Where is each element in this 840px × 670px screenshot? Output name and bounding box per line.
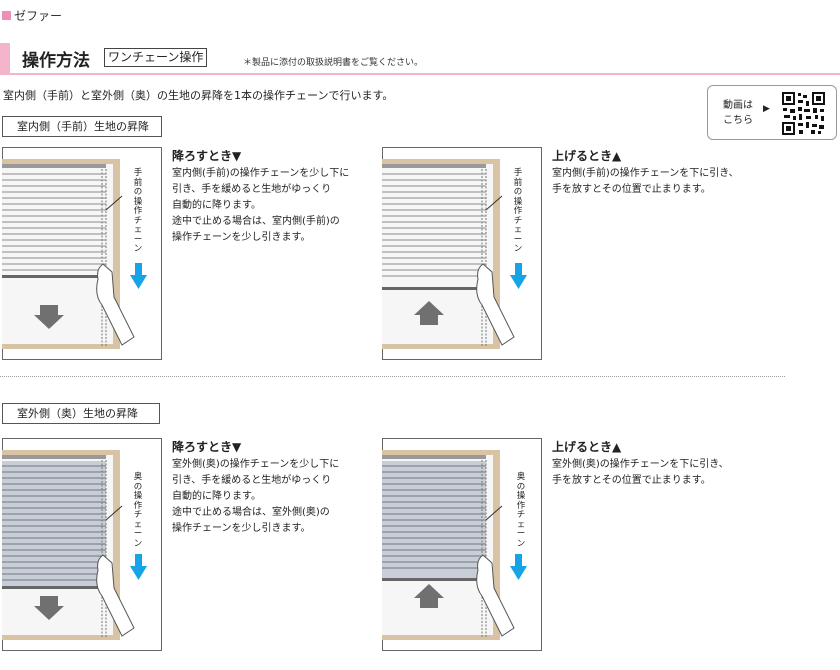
title-accent-bar [0, 43, 10, 73]
blind-illustration [382, 147, 542, 360]
figure-front-raise: 手前の操作チェーン [382, 147, 542, 360]
brand-name: ゼファー [14, 9, 63, 23]
qr-code-icon [781, 91, 826, 136]
video-qr-link[interactable]: 動画は こちら ▶ [707, 85, 837, 140]
figure-back-raise: 奥の操作チェーン [382, 438, 542, 651]
intro-text: 室内側（手前）と室外側（奥）の生地の昇降を1本の操作チェーンで行います。 [3, 89, 394, 102]
title-note: ＊製品に添付の取扱説明書をご覧ください。 [243, 58, 424, 68]
chain-label: 奥の操作チェーン [516, 472, 526, 549]
blind-illustration [2, 147, 162, 360]
blind-illustration [2, 438, 162, 651]
blind-illustration [382, 438, 542, 651]
page-title: 操作方法 [22, 51, 90, 71]
title-block: 操作方法 ワンチェーン操作 ＊製品に添付の取扱説明書をご覧ください。 [0, 43, 840, 75]
step-text-front-lower: 室内側(手前)の操作チェーンを少し下に 引き、手を緩めると生地がゆっくり 自動的… [172, 168, 350, 243]
brand-mark [2, 11, 11, 20]
play-arrow-icon: ▶ [763, 104, 770, 114]
section-divider [0, 376, 785, 377]
step-text-front-raise: 室内側(手前)の操作チェーンを下に引き、 手を放すとその位置で止まります。 [552, 168, 739, 195]
chain-label: 手前の操作チェーン [513, 168, 523, 254]
section-heading-front: 室内側（手前）生地の昇降 [2, 116, 162, 137]
title-underline [0, 73, 840, 75]
qr-label: 動画は こちら [723, 100, 753, 126]
step-text-back-raise: 室外側(奥)の操作チェーンを下に引き、 手を放すとその位置で止まります。 [552, 459, 729, 486]
step-title-front-raise: 上げるとき▲ [552, 149, 622, 163]
chain-label: 手前の操作チェーン [133, 168, 143, 254]
title-badge: ワンチェーン操作 [104, 48, 208, 67]
chain-label: 奥の操作チェーン [133, 472, 143, 549]
figure-front-lower: 手前の操作チェーン [2, 147, 162, 360]
figure-back-lower: 奥の操作チェーン [2, 438, 162, 651]
step-title-back-raise: 上げるとき▲ [552, 440, 622, 454]
step-title-back-lower: 降ろすとき▼ [172, 440, 242, 454]
step-text-back-lower: 室外側(奥)の操作チェーンを少し下に 引き、手を緩めると生地がゆっくり 自動的に… [172, 459, 340, 534]
section-heading-back: 室外側（奥）生地の昇降 [2, 403, 160, 424]
step-title-front-lower: 降ろすとき▼ [172, 149, 242, 163]
